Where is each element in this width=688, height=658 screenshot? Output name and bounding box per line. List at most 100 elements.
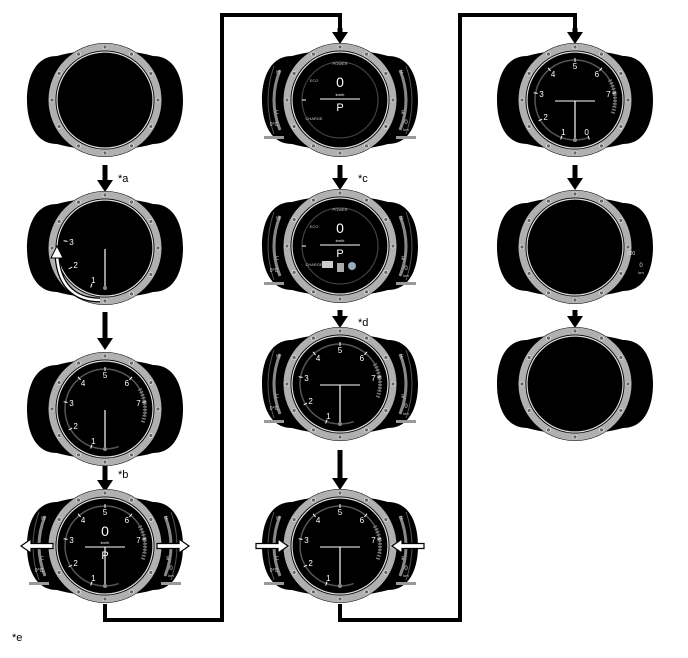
tach-number-4: 4 bbox=[81, 516, 86, 525]
bezel-screw bbox=[56, 380, 62, 385]
bezel-screw bbox=[76, 589, 81, 595]
needle-hub bbox=[103, 584, 107, 588]
left-info-strip bbox=[264, 582, 284, 585]
needle-hub bbox=[573, 138, 577, 142]
bezel-screw bbox=[311, 589, 316, 595]
flow-connectors bbox=[97, 13, 583, 622]
bezel-screw bbox=[291, 570, 297, 575]
bezel-screw bbox=[364, 289, 369, 295]
bezel-screw bbox=[337, 490, 343, 496]
tach-tick bbox=[560, 135, 563, 140]
bezel-screw bbox=[148, 433, 154, 438]
tach-number-5: 5 bbox=[103, 508, 108, 517]
tach-number-3: 3 bbox=[539, 90, 544, 99]
fuel-e-label: E bbox=[401, 256, 405, 262]
tach-tick bbox=[325, 581, 328, 586]
tach-number-5: 5 bbox=[338, 508, 343, 517]
right-info-strip bbox=[161, 582, 181, 585]
bezel-screw bbox=[599, 290, 604, 296]
bezel-inner-line bbox=[291, 497, 389, 595]
dial-face bbox=[294, 54, 386, 146]
left-info-strip bbox=[264, 420, 284, 423]
charge-zone-label: CHARGE bbox=[305, 262, 322, 267]
bezel-screw bbox=[311, 335, 316, 341]
tire-pressure-icon bbox=[348, 262, 356, 270]
fuel-f-label: F bbox=[400, 354, 403, 360]
bezel-screw bbox=[155, 406, 161, 412]
step-label-d: *d bbox=[358, 317, 368, 329]
bezel-screw bbox=[311, 497, 316, 503]
bezel-screw bbox=[618, 271, 624, 276]
arrow-to-c2-1-head bbox=[332, 32, 348, 44]
trip-value: 0 bbox=[404, 266, 408, 272]
bezel-screw bbox=[129, 143, 134, 149]
bezel-screw bbox=[390, 97, 396, 103]
dial-face bbox=[294, 200, 386, 292]
bezel-screw bbox=[364, 51, 369, 57]
bezel-screw bbox=[291, 217, 297, 222]
bezel-screw bbox=[618, 124, 624, 129]
right-direction-arrow bbox=[156, 537, 191, 555]
tach-tick bbox=[68, 427, 73, 431]
dial-face bbox=[294, 500, 386, 592]
bezel-screw bbox=[76, 360, 81, 366]
bezel-screw bbox=[49, 245, 55, 251]
gear-indicator: P bbox=[336, 102, 343, 114]
bezel-screw bbox=[76, 143, 81, 149]
bezel-screw bbox=[572, 297, 578, 303]
gear-indicator: P bbox=[336, 248, 343, 260]
bezel-screw bbox=[364, 143, 369, 149]
outside-temp: 0°C bbox=[35, 568, 44, 574]
tach-tick bbox=[77, 376, 81, 381]
left-bar-outline bbox=[267, 211, 275, 281]
bezel-screw bbox=[337, 434, 343, 440]
tach-tick bbox=[90, 444, 93, 449]
bezel-screw bbox=[311, 51, 316, 57]
bezel-screw bbox=[546, 427, 551, 433]
bezel-screw bbox=[625, 244, 631, 250]
speed-unit: km/h bbox=[336, 238, 345, 243]
temp-c-label: C bbox=[275, 110, 279, 116]
bezel-screw bbox=[102, 150, 108, 156]
bezel-screw bbox=[56, 124, 62, 129]
bezel-screw bbox=[519, 381, 525, 387]
fuel-f-label: F bbox=[165, 516, 168, 522]
needle-hub bbox=[338, 422, 342, 426]
bezel-inner-line bbox=[526, 198, 624, 296]
bezel-screw bbox=[599, 51, 604, 57]
bezel-screw bbox=[383, 517, 389, 522]
bezel-screw bbox=[546, 198, 551, 204]
bezel-screw bbox=[618, 355, 624, 360]
bezel-screw bbox=[572, 44, 578, 50]
left-info-strip bbox=[264, 282, 284, 285]
tach-tick bbox=[533, 92, 538, 94]
tach-tick bbox=[377, 376, 382, 378]
bezel-screw bbox=[148, 380, 154, 385]
tach-number-7: 7 bbox=[371, 536, 376, 545]
sweep-arrow bbox=[55, 255, 101, 302]
bezel-screw bbox=[148, 272, 154, 277]
tach-tick bbox=[312, 513, 316, 518]
arrow-to-c2-1-shaft bbox=[337, 28, 343, 34]
tach-tick bbox=[129, 376, 133, 381]
left-info-strip bbox=[264, 136, 284, 139]
temp-h-label: H bbox=[276, 354, 280, 360]
tach-number-1: 1 bbox=[326, 412, 331, 421]
bezel-screw bbox=[337, 150, 343, 156]
tach-number-0: 0 bbox=[584, 128, 589, 137]
flow-arrow-4-head bbox=[332, 178, 348, 190]
bezel-screw bbox=[383, 217, 389, 222]
bezel-screw bbox=[284, 243, 290, 249]
tach-number-1: 1 bbox=[326, 574, 331, 583]
temp-c-label: C bbox=[275, 556, 279, 562]
bezel-screw bbox=[129, 497, 134, 503]
bezel-screw bbox=[546, 51, 551, 57]
temp-h-label: H bbox=[276, 216, 280, 222]
tach-tick bbox=[63, 240, 68, 242]
bezel-screw bbox=[546, 143, 551, 149]
sweep-arrow-head bbox=[50, 244, 64, 259]
